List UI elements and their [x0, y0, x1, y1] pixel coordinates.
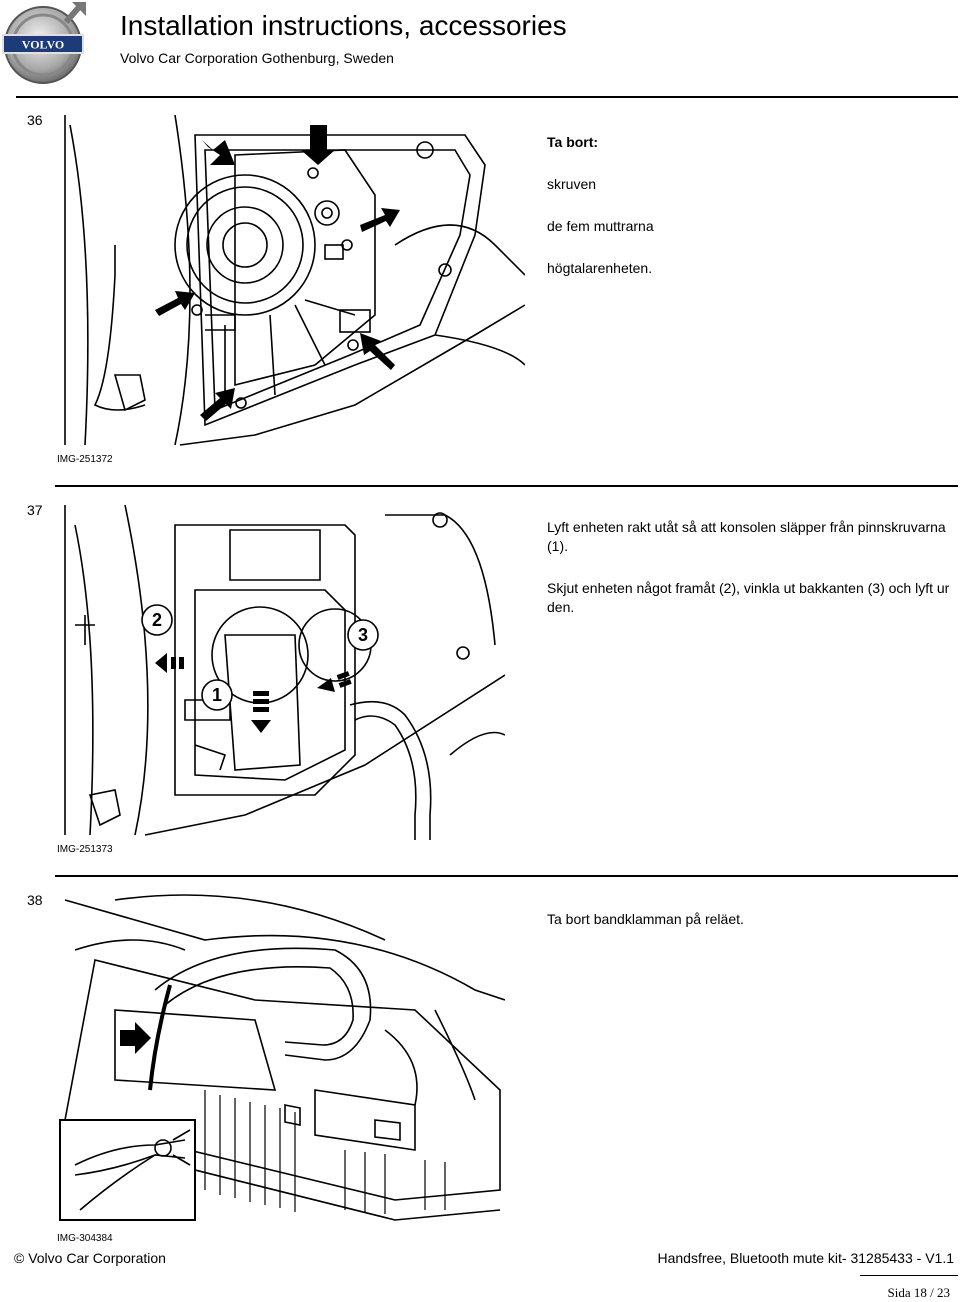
step-instructions: Ta bort bandklamman på reläet. — [547, 910, 957, 952]
step-divider — [55, 485, 958, 487]
step-38: 38 — [0, 880, 960, 1245]
figure-caption: IMG-251372 — [57, 454, 113, 465]
unit-lift-illustration: 2 1 3 — [64, 504, 505, 840]
footer-copyright: © Volvo Car Corporation — [14, 1250, 166, 1266]
instruction-line: skruven — [547, 176, 597, 192]
callout-1: 1 — [212, 685, 222, 705]
step-36: 36 — [0, 100, 960, 480]
instruction-line: de fem muttrarna — [547, 218, 654, 234]
step-37: 37 2 1 — [0, 490, 960, 870]
callout-2: 2 — [152, 610, 162, 630]
instruction-line: Lyft enheten rakt utåt så att konsolen s… — [547, 519, 946, 554]
instruction-line: högtalarenheten. — [547, 260, 653, 276]
cable-tie-illustration — [59, 894, 505, 1221]
instruction-line: Skjut enheten något framåt (2), vinkla u… — [547, 580, 950, 615]
figure-caption: IMG-304384 — [57, 1233, 113, 1244]
header-rule — [16, 96, 958, 98]
page-header: VOLVO Installation instructions, accesso… — [0, 0, 960, 90]
step-number: 37 — [27, 502, 43, 518]
footer-product: Handsfree, Bluetooth mute kit- 31285433 … — [657, 1250, 954, 1266]
speaker-removal-illustration — [64, 114, 525, 446]
document-subtitle: Volvo Car Corporation Gothenburg, Sweden — [120, 50, 394, 66]
step-number: 38 — [27, 892, 43, 908]
instruction-line: Ta bort bandklamman på reläet. — [547, 911, 744, 927]
callout-3: 3 — [358, 625, 368, 645]
step-divider — [55, 875, 958, 877]
document-title: Installation instructions, accessories — [120, 10, 567, 41]
footer-rule — [860, 1275, 958, 1276]
instruction-heading: Ta bort: — [547, 134, 599, 150]
step-instructions: Lyft enheten rakt utåt så att konsolen s… — [547, 518, 957, 640]
figure-caption: IMG-251373 — [57, 844, 113, 855]
volvo-logo: VOLVO — [2, 2, 86, 84]
page-number: Sida 18 / 23 — [887, 1285, 950, 1300]
step-number: 36 — [27, 112, 43, 128]
step-instructions: Ta bort: skruven de fem muttrarna högtal… — [547, 133, 957, 301]
svg-text:VOLVO: VOLVO — [22, 38, 64, 52]
